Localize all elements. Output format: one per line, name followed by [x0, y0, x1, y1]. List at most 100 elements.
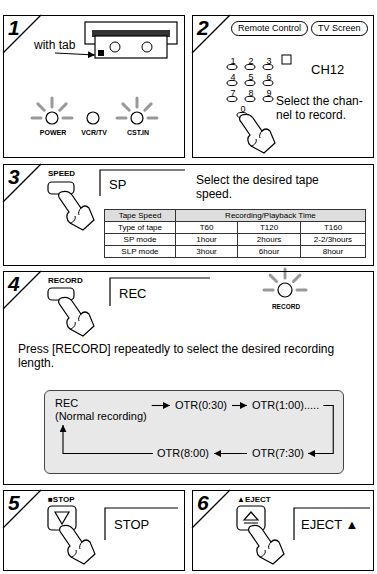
pressing-hand [240, 114, 275, 153]
screen-bracket [105, 508, 178, 540]
indicator-button [87, 112, 99, 124]
screen-bracket [100, 170, 185, 196]
step-number: 5 [8, 491, 188, 515]
mode-item: REC(Normal recording) [53, 397, 149, 423]
pressing-hand [249, 525, 284, 564]
button-label: ■STOP [48, 495, 74, 505]
step-number: 1 [8, 16, 188, 40]
pressing-hand [59, 191, 94, 230]
button-label: SPEED [48, 169, 75, 179]
table-cell: T160 [300, 222, 365, 234]
indicator-button [278, 283, 292, 297]
table-cell: SLP mode [105, 246, 176, 258]
instruction-text: Press [RECORD] repeatedly to select the … [18, 342, 363, 370]
key-digit: 6 [264, 72, 274, 82]
key-digit: 3 [264, 56, 274, 66]
vcr-illustration [95, 36, 167, 58]
screen-text: EJECT ▲ [301, 517, 358, 532]
table-cell: Tape Speed [105, 210, 176, 222]
flash-ray [123, 104, 129, 110]
mode-item: OTR(1:00)..... [250, 399, 321, 412]
vcr-illustration [98, 50, 104, 56]
flash-ray [293, 275, 299, 281]
step-panel: 2Remote ControlTV Screen1234567890CH12Se… [192, 15, 374, 158]
flash-ray [60, 104, 66, 110]
step-panel: 4REC(Normal recording)OTR(0:30)OTR(1:00)… [3, 271, 374, 485]
vcr-illustration [142, 42, 152, 52]
mode-text: (Normal recording) [55, 410, 147, 423]
screen-text: CH12 [311, 62, 344, 77]
button-label: POWER [33, 128, 73, 137]
table-cell: 3hour [175, 246, 237, 258]
mode-text: OTR(0:30) [175, 399, 227, 412]
indicator-label: RECORD [266, 303, 306, 311]
flash-ray [117, 117, 126, 120]
vcr-illustration [55, 53, 95, 55]
pressing-hand [59, 297, 94, 336]
button-label: ▲EJECT [237, 495, 271, 505]
flash-ray [148, 117, 157, 120]
flash-ray [32, 117, 41, 120]
keypad-button [282, 55, 291, 64]
remote-button [244, 512, 258, 523]
bubble-text: Remote Control [238, 23, 301, 34]
flash-rays [32, 98, 306, 290]
screen-text: STOP [114, 517, 149, 532]
table-cell: 2-2/3hours [300, 234, 365, 246]
vcr-illustration [110, 42, 120, 52]
flash-ray [136, 98, 139, 107]
table-cell: SP mode [105, 234, 176, 246]
table-cell: Recording/Playback Time [175, 210, 365, 222]
key-digit: 8 [246, 88, 256, 98]
instruction-text: Select the desired tape speed. [196, 173, 346, 201]
mode-text: OTR(7:30) [252, 447, 304, 460]
source-bubble: Remote Control [231, 21, 308, 36]
remote-button [55, 512, 69, 524]
button-label: VCR/TV [74, 128, 114, 137]
flash-ray [297, 289, 306, 292]
key-digit: 2 [246, 56, 256, 66]
flash-ray [63, 117, 72, 120]
flash-ray [264, 289, 273, 292]
button-label: RECORD [48, 276, 83, 286]
flash-ray [51, 98, 54, 107]
mode-text: OTR(8:00) [157, 447, 209, 460]
flash-ray [270, 275, 276, 281]
table-row: Type of tapeT60T120T160 [105, 222, 366, 234]
table-cell: 6hour [238, 246, 301, 258]
step-panel: 5■STOP STOP [3, 490, 185, 571]
table-cell: Type of tape [105, 222, 176, 234]
screen-bracket [110, 278, 210, 306]
flow-arrow [232, 405, 247, 406]
screen-text: SP [109, 177, 126, 192]
mode-text: REC [55, 397, 147, 410]
flow-arrow [214, 453, 247, 454]
flash-ray [38, 104, 44, 110]
key-digit: 0 [238, 104, 248, 114]
source-bubble: TV Screen [311, 21, 368, 36]
instruction-text: Select the chan- nel to record. [276, 94, 372, 122]
flash-ray [145, 104, 151, 110]
flow-arrow [308, 406, 333, 454]
indicator-button [131, 112, 143, 124]
key-digit: 5 [246, 72, 256, 82]
table-cell: 1hour [175, 234, 237, 246]
screen-text: REC [119, 286, 146, 301]
mode-cycle-box: REC(Normal recording) OTR(0:30) OTR(1:00).… [44, 390, 344, 474]
table-cell: 8hour [300, 246, 365, 258]
keypad-button [227, 64, 273, 117]
mode-text: OTR(1:00)..... [252, 399, 319, 412]
indicator-button [46, 112, 292, 297]
table-row: SP mode1hour2hours2-2/3hours [105, 234, 366, 246]
table-row: Tape SpeedRecording/Playback Time [105, 210, 366, 222]
indicator-button [46, 112, 58, 124]
tape-speed-table: Tape SpeedRecording/Playback TimeType of… [104, 209, 366, 258]
screen-bracket [294, 508, 370, 540]
key-digit: 4 [228, 72, 238, 82]
mode-item: OTR(8:00) [155, 447, 211, 460]
step-number: 6 [197, 491, 377, 515]
mode-item: OTR(0:30) [173, 399, 229, 412]
table-cell: T120 [238, 222, 301, 234]
